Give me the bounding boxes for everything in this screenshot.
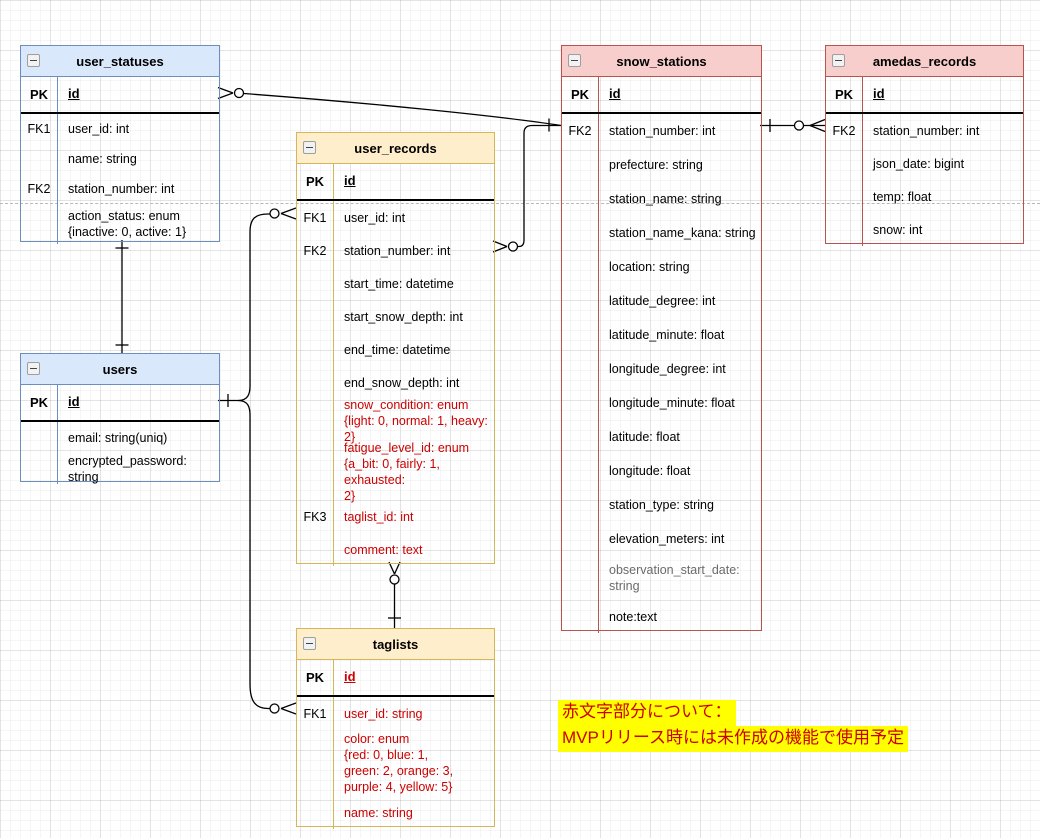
entity-title: amedas_records: [872, 53, 977, 69]
table-row: FK2 station_number: int: [826, 114, 1023, 147]
table-row: encrypted_password: string: [21, 453, 219, 484]
table-row: latitude_degree: int: [562, 284, 761, 318]
entity-header: user_statuses: [21, 46, 219, 77]
entity-snow-stations[interactable]: snow_stations PK id FK2 station_number: …: [561, 45, 762, 633]
note-line-2: MVPリリース時には未作成の機能で使用予定: [558, 725, 908, 752]
note-line-1: 赤文字部分について：: [558, 700, 736, 726]
entity-title: user_records: [354, 140, 437, 156]
entity-amedas-records[interactable]: amedas_records PK id FK2 station_number:…: [825, 45, 1024, 246]
table-row: FK1 user_id: string: [297, 697, 494, 730]
table-row: PK id: [21, 385, 219, 422]
table-row: json_date: bigint: [826, 147, 1023, 180]
table-row: snow_condition: enum {light: 0, normal: …: [297, 398, 494, 444]
table-row: color: enum {red: 0, blue: 1, green: 2, …: [297, 730, 494, 796]
table-row: FK2 station_number: int: [562, 114, 761, 148]
entity-title: taglists: [372, 636, 419, 652]
table-row: prefecture: string: [562, 148, 761, 182]
table-row: PK id: [297, 660, 494, 697]
collapse-icon[interactable]: [568, 54, 581, 67]
rel-user-statuses-snow-stations: [217, 86, 562, 132]
collapse-icon[interactable]: [27, 362, 40, 375]
table-row: start_snow_depth: int: [297, 300, 494, 333]
table-row: longitude: float: [562, 454, 761, 488]
table-row: end_snow_depth: int: [297, 366, 494, 399]
table-row: station_name: string: [562, 182, 761, 216]
table-row: name: string: [21, 144, 219, 174]
table-row: FK2 station_number: int: [21, 174, 219, 204]
entity-header: snow_stations: [562, 46, 761, 77]
table-row: observation_start_date: string: [562, 556, 761, 600]
table-row: station_type: string: [562, 488, 761, 522]
entity-header: taglists: [297, 629, 494, 660]
rel-user-records-snow-stations: [492, 124, 561, 253]
note-mvp: 赤文字部分について： MVPリリース時には未作成の機能で使用予定: [558, 700, 908, 752]
collapse-icon[interactable]: [832, 54, 845, 67]
table-row: snow: int: [826, 213, 1023, 246]
table-row: location: string: [562, 250, 761, 284]
rel-user-statuses-users: [115, 240, 129, 353]
rel-users-branch: [218, 207, 297, 715]
collapse-icon[interactable]: [27, 54, 40, 67]
table-row: note:text: [562, 600, 761, 633]
table-row: temp: float: [826, 180, 1023, 213]
collapse-icon[interactable]: [303, 141, 316, 154]
entity-header: user_records: [297, 133, 494, 164]
table-row: longitude_degree: int: [562, 352, 761, 386]
entity-title: snow_stations: [616, 53, 707, 69]
table-row: fatigue_level_id: enum {a_bit: 0, fairly…: [297, 441, 494, 503]
table-row: PK id: [297, 164, 494, 201]
table-row: longitude_minute: float: [562, 386, 761, 420]
table-row: elevation_meters: int: [562, 522, 761, 556]
table-row: PK id: [21, 77, 219, 114]
table-row: FK3 taglist_id: int: [297, 500, 494, 533]
table-row: PK id: [562, 77, 761, 114]
entity-user-records[interactable]: user_records PK id FK1 user_id: int FK2 …: [296, 132, 495, 566]
rel-snow-stations-amedas-records: [760, 118, 826, 133]
collapse-icon[interactable]: [303, 637, 316, 650]
entity-users[interactable]: users PK id email: string(uniq) encrypte…: [20, 353, 220, 484]
table-row: start_time: datetime: [297, 267, 494, 300]
table-row: station_name_kana: string: [562, 216, 761, 250]
entity-header: users: [21, 354, 219, 385]
table-row: FK1 user_id: int: [21, 114, 219, 144]
table-row: name: string: [297, 796, 494, 829]
table-row: FK2 station_number: int: [297, 234, 494, 267]
table-row: latitude_minute: float: [562, 318, 761, 352]
table-row: latitude: float: [562, 420, 761, 454]
entity-title: users: [102, 361, 138, 377]
table-row: end_time: datetime: [297, 333, 494, 366]
table-row: email: string(uniq): [21, 422, 219, 453]
table-row: FK1 user_id: int: [297, 201, 494, 234]
entity-header: amedas_records: [826, 46, 1023, 77]
table-row: action_status: enum {inactive: 0, active…: [21, 204, 219, 244]
table-row: comment: text: [297, 533, 494, 566]
entity-user-statuses[interactable]: user_statuses PK id FK1 user_id: int nam…: [20, 45, 220, 244]
entity-title: user_statuses: [76, 53, 164, 69]
rel-user-records-taglists: [388, 561, 401, 628]
entity-taglists[interactable]: taglists PK id FK1 user_id: string color…: [296, 628, 495, 829]
table-row: PK id: [826, 77, 1023, 114]
